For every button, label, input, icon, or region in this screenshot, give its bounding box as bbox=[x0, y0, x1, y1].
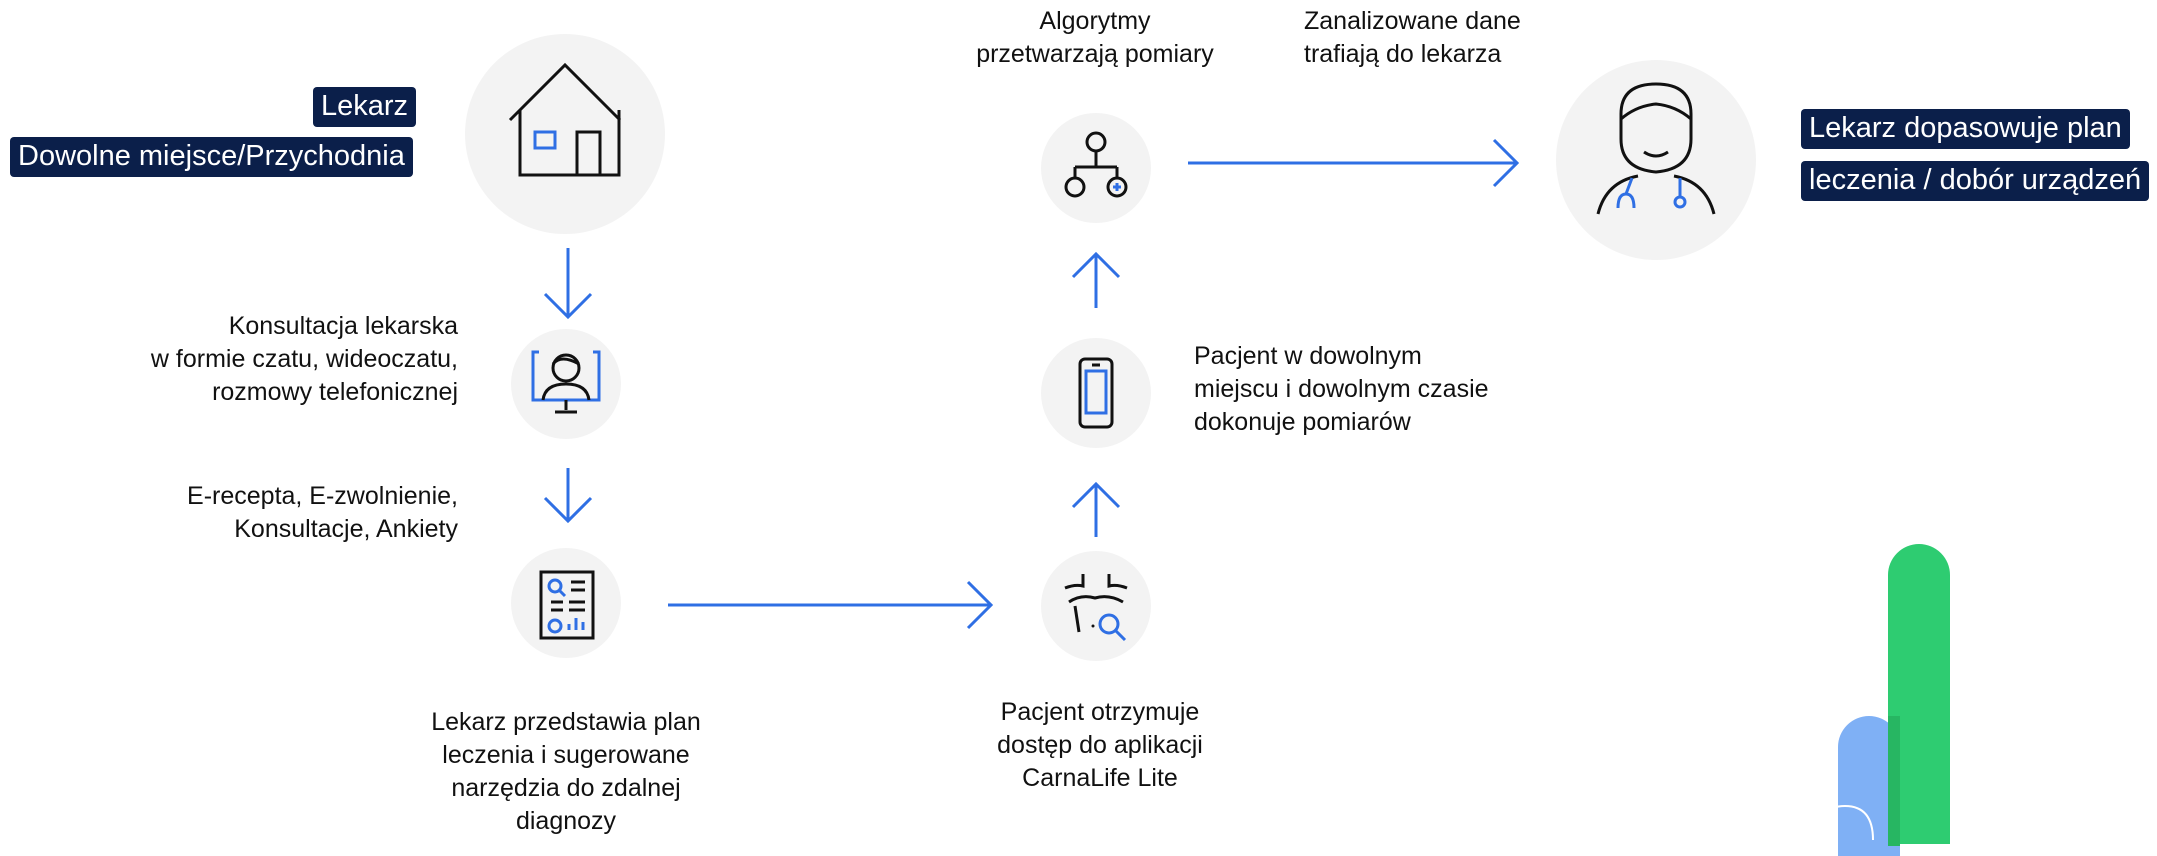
app-access-caption: Pacjent otrzymuje dostęp do aplikacji Ca… bbox=[997, 698, 1203, 792]
algorithms-caption: Algorytmy przetwarzają pomiary bbox=[976, 7, 1214, 68]
house-icon bbox=[508, 62, 622, 177]
doctor-icon bbox=[1596, 82, 1716, 215]
plan-adjust-tag-line1: Lekarz dopasowuje plan bbox=[1801, 109, 2130, 149]
arrow-right-top bbox=[1188, 138, 1520, 188]
doctor-circle bbox=[1556, 60, 1756, 260]
measurement-caption: Pacjent w dowolnym miejscu i dowolnym cz… bbox=[1194, 342, 1489, 436]
smartphone-icon bbox=[1078, 357, 1114, 429]
location-tag: Dowolne miejsce/Przychodnia bbox=[10, 137, 413, 177]
arrow-right-bottom bbox=[668, 580, 994, 630]
home-circle bbox=[465, 34, 665, 234]
analyzed-caption: Zanalizowane dane trafiają do lekarza bbox=[1304, 7, 1521, 68]
algorithm-nodes-icon bbox=[1064, 131, 1128, 198]
video-consultation-icon bbox=[531, 350, 601, 414]
arrow-up-2 bbox=[1071, 251, 1121, 308]
report-circle bbox=[511, 548, 621, 658]
erecipe-caption: E-recepta, E-zwolnienie, Konsultacje, An… bbox=[187, 482, 458, 543]
decorative-circle-outline bbox=[1816, 804, 1874, 841]
body-scan-circle bbox=[1041, 551, 1151, 661]
plan-caption: Lekarz przedstawia plan leczenia i suger… bbox=[431, 708, 701, 835]
doctor-tag: Lekarz bbox=[313, 87, 417, 127]
plan-adjust-tag-line2: leczenia / dobór urządzeń bbox=[1801, 161, 2150, 201]
arrow-down-1 bbox=[543, 248, 593, 320]
decorative-overlap-bar bbox=[1888, 716, 1900, 846]
body-scan-icon bbox=[1064, 574, 1128, 642]
arrow-down-2 bbox=[543, 468, 593, 524]
medical-report-icon bbox=[539, 570, 595, 640]
phone-circle bbox=[1041, 338, 1151, 448]
consultation-caption: Konsultacja lekarska w formie czatu, wid… bbox=[150, 312, 458, 406]
arrow-up-1 bbox=[1071, 481, 1121, 537]
